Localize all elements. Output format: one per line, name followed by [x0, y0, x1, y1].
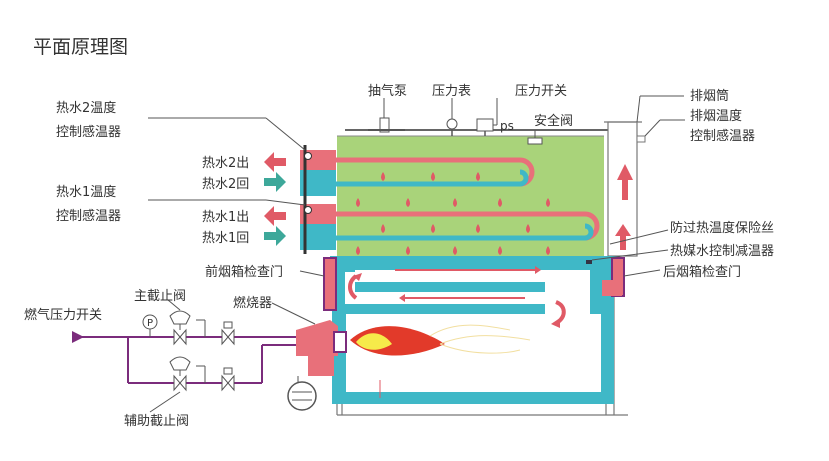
- smoke-tube-1: [355, 270, 590, 282]
- aux-valve-actuator: [169, 356, 191, 371]
- flame-core: [356, 333, 392, 350]
- front-smoke-door: [323, 257, 337, 311]
- front-door-label: 前烟箱检查门: [205, 264, 283, 280]
- burner-nozzle: [333, 331, 347, 353]
- hw1-out-arrow: [264, 206, 286, 226]
- hw2-in-label: 热水2回: [202, 177, 249, 192]
- main-valve-icon: [173, 328, 187, 346]
- aux-valve-2-icon: [221, 374, 235, 392]
- fuse-label: 防过热温度保险丝: [670, 220, 774, 236]
- chimney-up-arrow: [617, 164, 633, 200]
- tube-sheet: [330, 256, 620, 264]
- gas-switch-label: 燃气压力开关: [24, 307, 102, 323]
- fan-icon: [287, 381, 317, 411]
- burner-head: [296, 320, 338, 356]
- rear-turn-chamber: [545, 282, 590, 316]
- aux-valve-label: 辅助截止阀: [124, 414, 189, 429]
- burner-label: 燃烧器: [233, 295, 272, 311]
- hw2-sensor-dot: [304, 152, 312, 160]
- exhaust-sensor-label-1: 排烟温度: [690, 108, 742, 124]
- rear-door-label: 后烟箱检查门: [663, 264, 741, 280]
- main-valve-label: 主截止阀: [134, 289, 186, 304]
- hw1-sensor-label-2: 控制感温器: [56, 208, 121, 224]
- exhaust-sensor-label-2: 控制感温器: [690, 128, 755, 144]
- ps-label: ps: [500, 119, 514, 133]
- fuse-device: [586, 260, 592, 264]
- page-title: 平面原理图: [33, 36, 128, 58]
- pump-label: 抽气泵: [368, 83, 407, 99]
- hw1-in-label: 热水1回: [202, 231, 249, 246]
- gas-inlet-arrow: [72, 331, 84, 343]
- leader-lines: [148, 95, 685, 413]
- main-valve-actuator: [169, 310, 191, 325]
- pressure-switch: [476, 118, 494, 132]
- front-turn-arrow: [348, 274, 358, 300]
- hw1-sensor-label-1: 热水1温度: [56, 184, 116, 200]
- gauge-label: 压力表: [432, 84, 471, 99]
- chimney-label: 排烟筒: [690, 88, 729, 104]
- hw2-sensor-label-1: 热水2温度: [56, 100, 116, 116]
- heat-drops: [356, 172, 550, 255]
- exhaust-up-arrow: [615, 224, 631, 250]
- hw2-out-label: 热水2出: [202, 156, 249, 171]
- hw2-sensor-label-2: 控制感温器: [56, 124, 121, 140]
- gauge-p-label: P: [147, 318, 153, 329]
- pressure-gauge: [446, 118, 458, 130]
- hw1-in-arrow: [264, 226, 286, 246]
- hw2-out-arrow: [264, 152, 286, 172]
- burner-body: [308, 356, 334, 376]
- pressure-switch-label: 压力开关: [515, 84, 567, 99]
- aux-valve-icon: [173, 374, 187, 392]
- safety-valve: [527, 137, 543, 145]
- hw1-out-label: 热水1出: [202, 210, 249, 225]
- exhaust-sensor-stub: [636, 135, 646, 143]
- valve-2-icon: [221, 328, 235, 346]
- gas-pipeline: [72, 336, 296, 384]
- hw1-sensor-dot: [304, 206, 312, 214]
- hw2-in-arrow: [264, 172, 286, 192]
- safety-valve-label: 安全阀: [534, 113, 573, 129]
- media-sensor-label: 热媒水控制减温器: [670, 244, 774, 259]
